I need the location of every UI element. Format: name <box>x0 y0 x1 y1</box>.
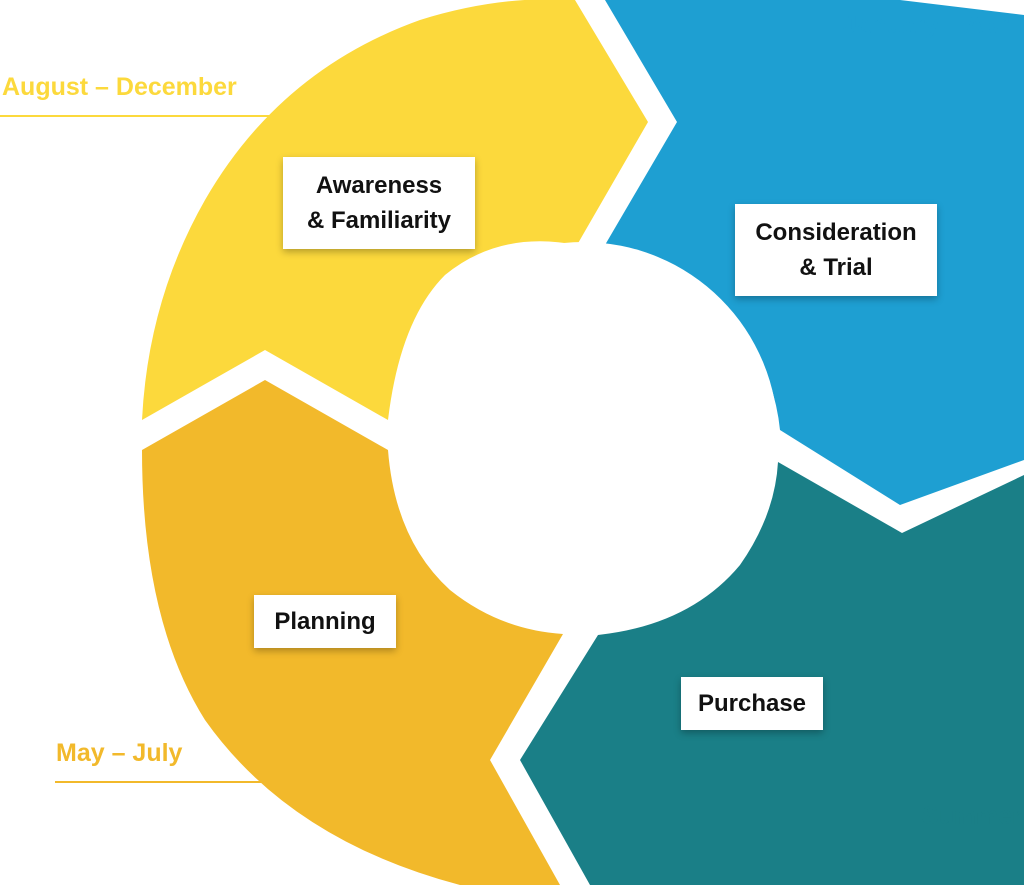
period-label-awareness: August – December <box>2 73 237 101</box>
stage-label-awareness: Awareness & Familiarity <box>283 157 475 249</box>
period-line-awareness <box>0 115 290 117</box>
stage-label-awareness-line1: Awareness <box>315 172 443 199</box>
stage-label-planning: Planning <box>254 595 396 648</box>
stage-label-purchase: Purchase <box>681 677 823 730</box>
period-line-purchase <box>800 844 1024 846</box>
segment-purchase <box>520 462 1024 885</box>
period-line-planning <box>55 781 305 783</box>
stage-label-purchase-text: Purchase <box>697 690 807 717</box>
center-hub <box>388 242 778 632</box>
stage-label-consideration-line2: & Trial <box>799 254 873 281</box>
period-label-planning: May – July <box>56 739 183 767</box>
period-label-consideration: January – April <box>843 11 1023 39</box>
period-label-purchase: Summer <box>922 802 1023 830</box>
stage-label-planning-text: Planning <box>274 608 376 635</box>
stage-label-consideration-line1: Consideration <box>755 219 917 246</box>
period-line-consideration <box>780 52 1024 54</box>
stage-label-consideration: Consideration & Trial <box>735 204 937 296</box>
stage-label-awareness-line2: & Familiarity <box>306 207 452 234</box>
